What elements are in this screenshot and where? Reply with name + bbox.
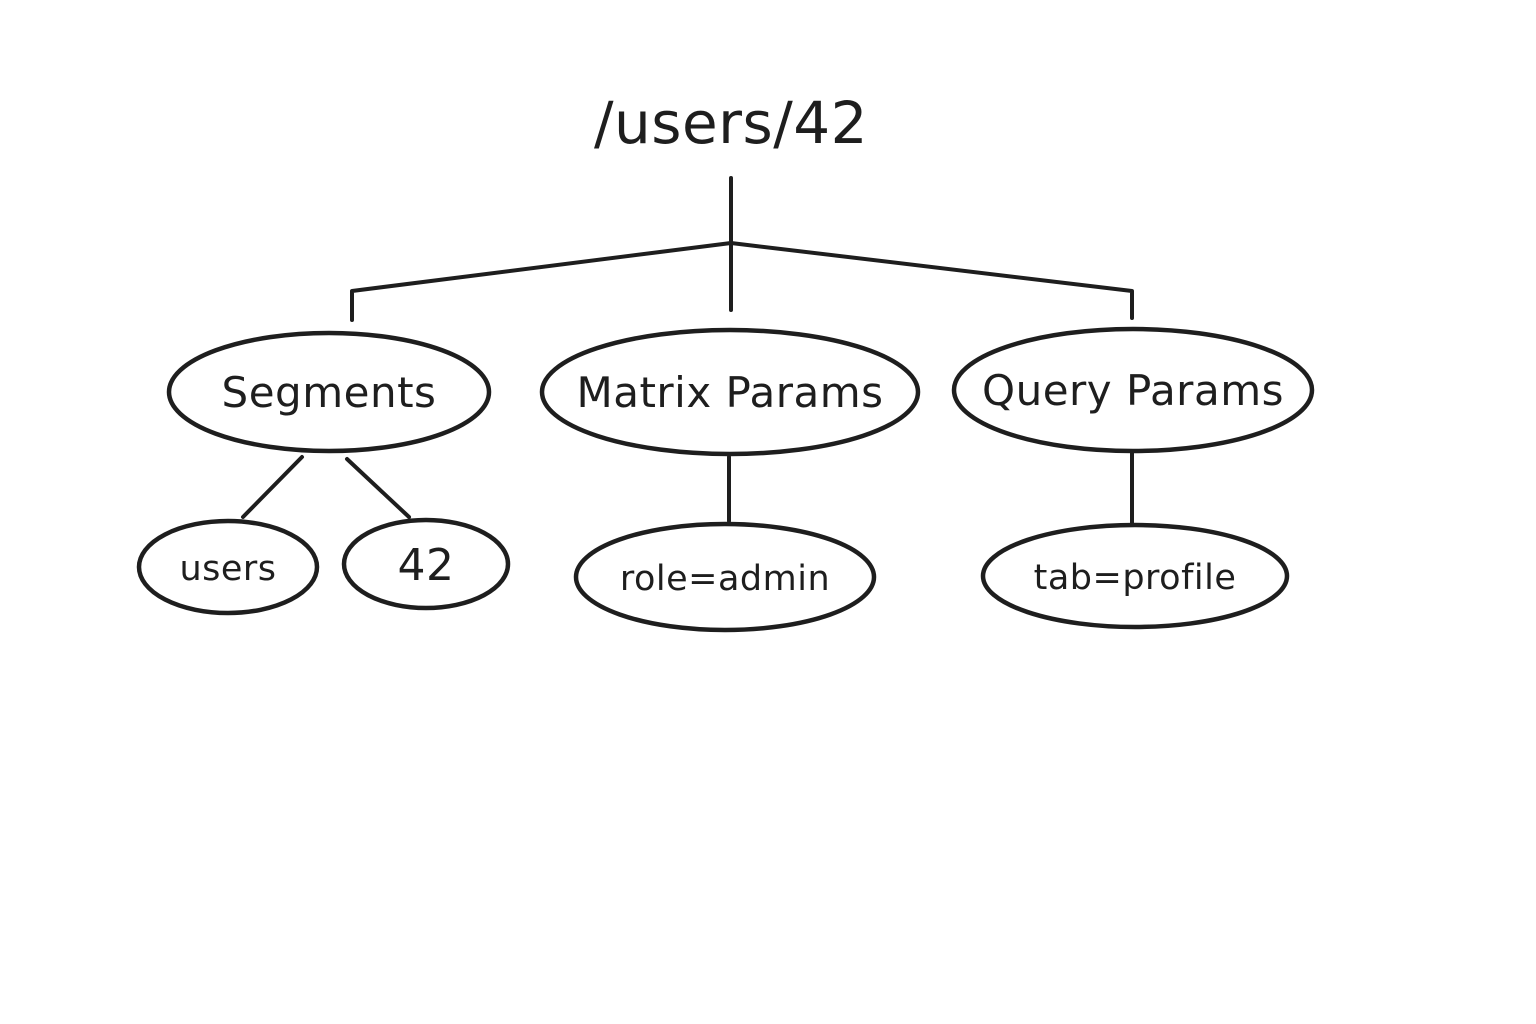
role-admin-ellipse [573, 521, 877, 633]
edge-root-query-params [729, 241, 1134, 320]
edge-segments-users [241, 455, 304, 519]
query-params-label: Query Params [982, 366, 1284, 415]
node-tab-profile: tab=profile [980, 522, 1290, 630]
query-params-ellipse [951, 326, 1315, 454]
matrix-params-label: Matrix Params [576, 368, 883, 417]
node-users: users [136, 518, 320, 616]
node-segments: Segments [166, 330, 492, 454]
42-ellipse [341, 517, 511, 611]
edge-group [241, 176, 1134, 526]
edge-root-segments [350, 241, 733, 322]
tab-profile-ellipse [980, 522, 1290, 630]
node-query-params: Query Params [951, 326, 1315, 454]
matrix-params-ellipse [539, 327, 921, 457]
users-label: users [179, 549, 276, 589]
users-ellipse [136, 518, 320, 616]
node-42: 42 [341, 517, 511, 611]
node-matrix-params: Matrix Params [539, 327, 921, 457]
42-label: 42 [398, 540, 455, 591]
node-role-admin: role=admin [573, 521, 877, 633]
tab-profile-label: tab=profile [1034, 558, 1237, 598]
role-admin-label: role=admin [620, 559, 830, 599]
url-title: /users/42 [594, 89, 868, 157]
segments-ellipse [166, 330, 492, 454]
segments-label: Segments [222, 368, 437, 417]
edge-segments-42 [345, 457, 411, 519]
